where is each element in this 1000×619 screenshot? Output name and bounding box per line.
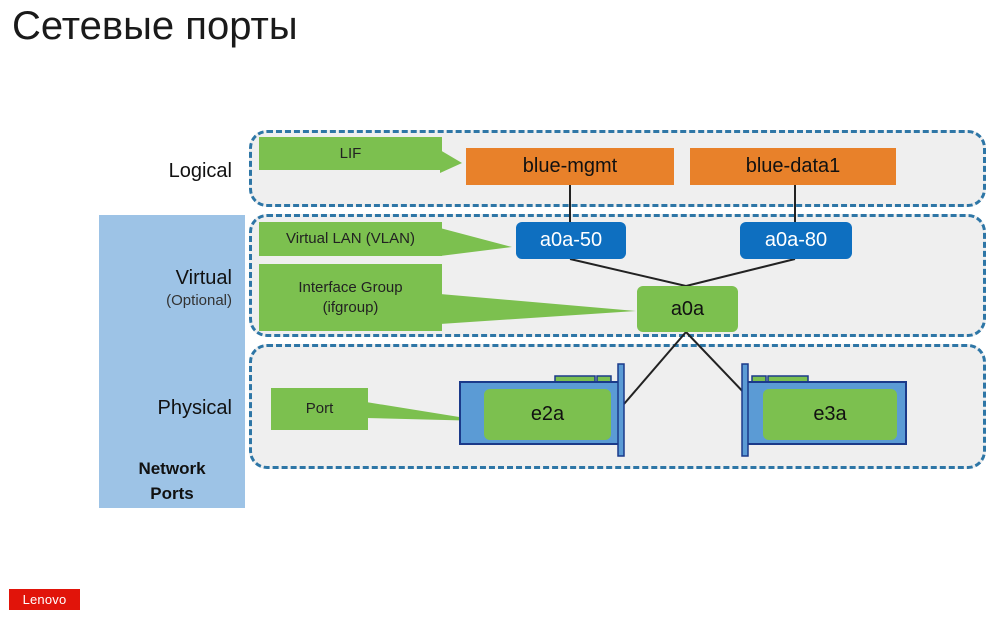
vlan-a0a-80: a0a-80 bbox=[740, 222, 852, 259]
vlan-callout: Virtual LAN (VLAN) bbox=[259, 222, 442, 256]
ifgroup-callout-pointer bbox=[440, 294, 636, 324]
lif-callout-pointer bbox=[440, 150, 462, 173]
lif-blue-mgmt: blue-mgmt bbox=[466, 148, 674, 185]
virtual-layer-sublabel: (Optional) bbox=[166, 292, 232, 309]
wire-ifgroup-port1 bbox=[623, 331, 687, 405]
lenovo-logo: Lenovo bbox=[9, 589, 80, 610]
physical-layer-label: Physical bbox=[157, 397, 232, 419]
port-callout: Port bbox=[271, 388, 368, 430]
logical-layer-label: Logical bbox=[168, 160, 232, 182]
vlan-callout-pointer bbox=[440, 228, 512, 256]
port-e2a: e2a bbox=[530, 403, 565, 425]
vlan-a0a-50: a0a-50 bbox=[516, 222, 626, 259]
wire-ifgroup-port2 bbox=[685, 331, 750, 399]
ifgroup-a0a: a0a bbox=[637, 286, 738, 332]
ifgroup-callout: Interface Group (ifgroup) bbox=[259, 264, 442, 331]
port-callout-pointer bbox=[366, 402, 484, 421]
lif-callout: LIF bbox=[259, 137, 442, 170]
wire-vlan2-ifgroup bbox=[685, 258, 796, 287]
port-e3a: e3a bbox=[813, 403, 847, 425]
page-title: Сетевые порты bbox=[12, 4, 298, 48]
lif-blue-data1: blue-data1 bbox=[690, 148, 896, 185]
network-ports-panel bbox=[99, 215, 245, 508]
port-e2a-chip bbox=[484, 389, 611, 440]
port-e3a-chip bbox=[763, 389, 897, 440]
wire-vlan1-ifgroup bbox=[569, 258, 687, 287]
virtual-layer-label: Virtual (Optional) bbox=[166, 267, 232, 309]
network-ports-label: Network Ports bbox=[138, 459, 206, 503]
